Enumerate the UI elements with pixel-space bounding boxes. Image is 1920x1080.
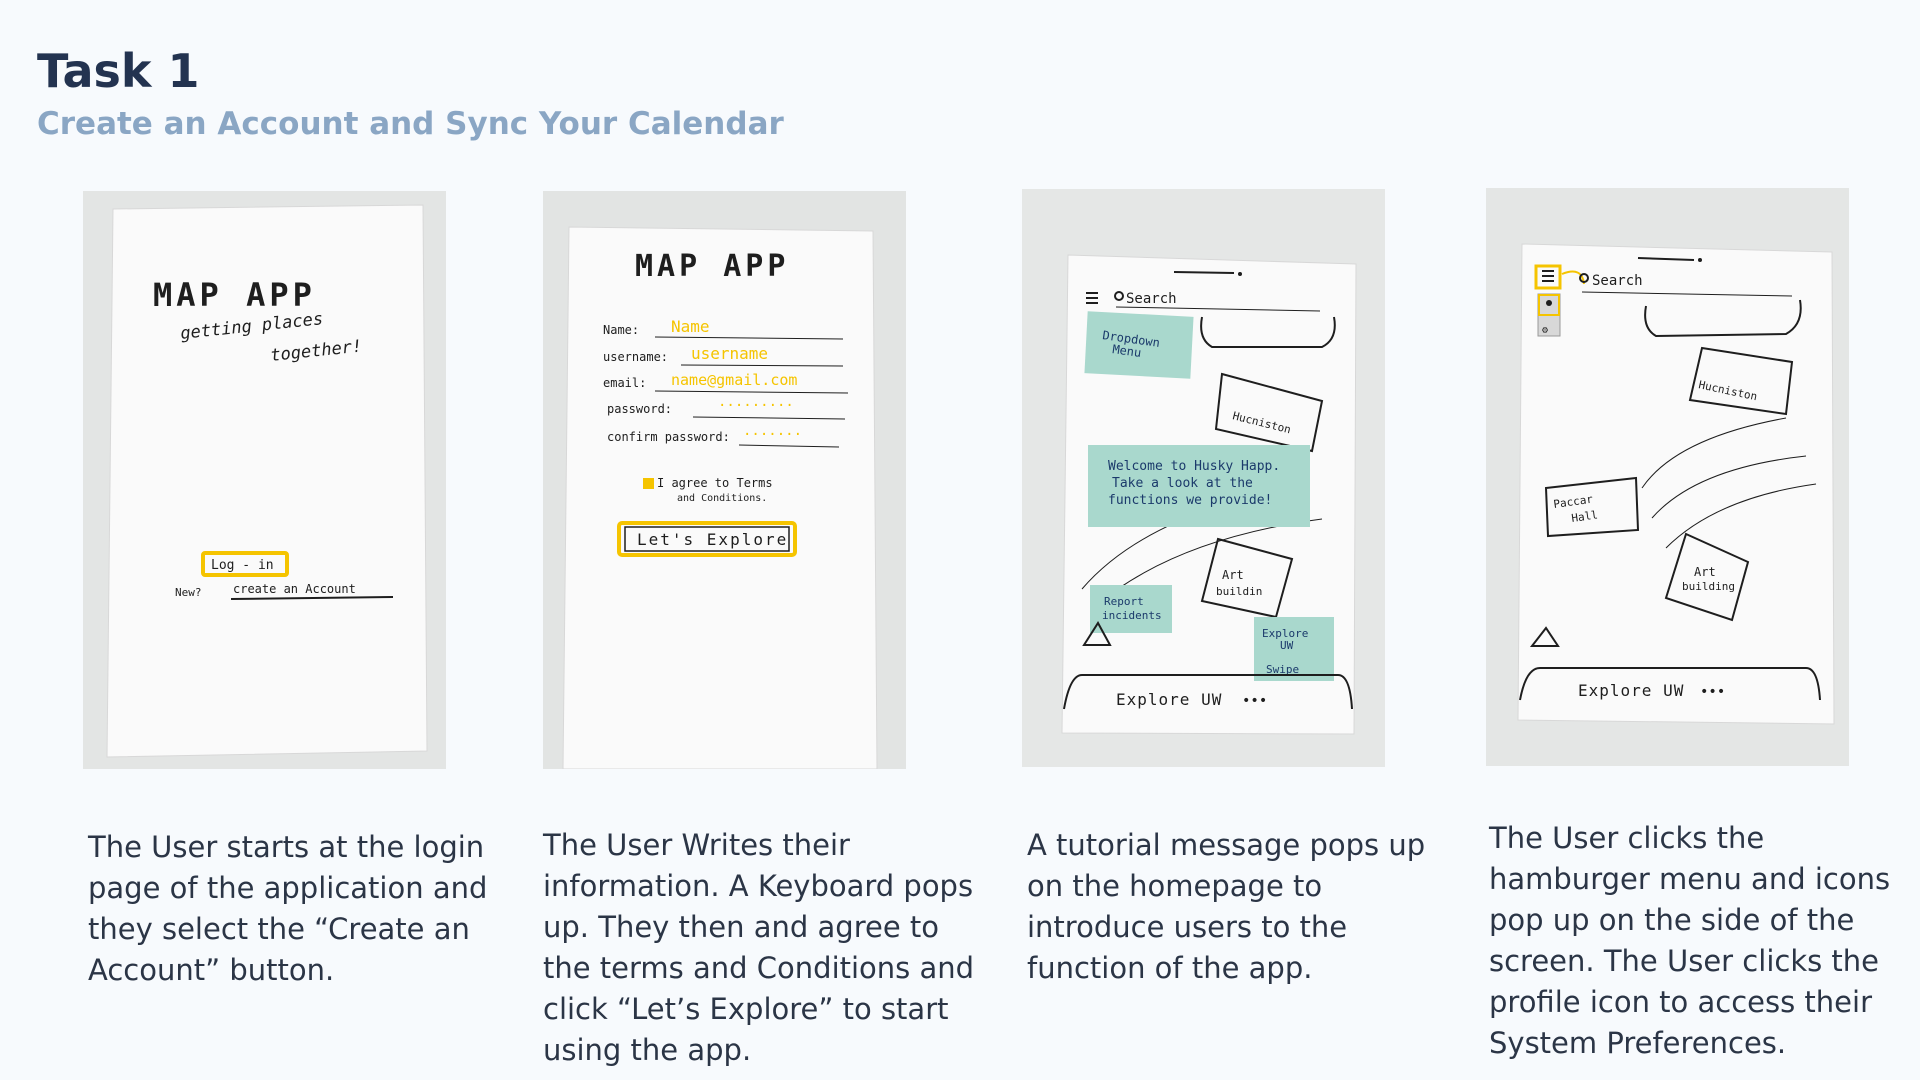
report-tip-1: Report xyxy=(1104,595,1144,608)
explore-tip-2: UW xyxy=(1280,639,1294,652)
confirm-password-value: ······· xyxy=(743,427,802,443)
sketch-building-2: Art xyxy=(1694,565,1716,579)
username-value: username xyxy=(691,344,768,363)
welcome-tip-3: functions we provide! xyxy=(1108,493,1272,508)
sketch-create-account-link: create an Account xyxy=(233,582,356,596)
step-2-caption: The User Writes their information. A Key… xyxy=(543,828,975,1067)
welcome-tip-1: Welcome to Husky Happ. xyxy=(1108,459,1280,474)
step-3-caption: A tutorial message pops up on the homepa… xyxy=(1027,828,1426,985)
sketch-building-2b: buildin xyxy=(1216,585,1262,598)
sketch-explore-button: Let's Explore xyxy=(637,530,788,549)
paw-icon: ••• xyxy=(1700,684,1725,700)
step-4-photo: Search ⚙ Hucniston Paccar Hall Art build… xyxy=(1486,188,1849,766)
sketch-building-2b: building xyxy=(1682,580,1735,593)
confirm-password-label: confirm password: xyxy=(607,430,730,444)
explore-tip-3: Swipe xyxy=(1266,663,1299,676)
report-tip-note xyxy=(1090,585,1172,633)
sketch-login-button: Log - in xyxy=(211,558,274,573)
settings-icon: ⚙ xyxy=(1541,325,1548,336)
sketch-bottom-bar: Explore UW xyxy=(1578,681,1684,700)
page-title: Task 1 xyxy=(37,44,200,98)
agree-text-2: and Conditions. xyxy=(677,493,767,504)
name-label: Name: xyxy=(603,323,639,337)
step-3-photo: Search Hucniston Dropdown Menu Welcome t… xyxy=(1022,189,1385,767)
search-icon xyxy=(1579,273,1589,283)
login-highlight xyxy=(201,551,289,577)
password-label: password: xyxy=(607,402,672,416)
dropdown-tip-2: Menu xyxy=(1112,342,1143,360)
sketch-building-3: Paccar xyxy=(1553,493,1595,511)
hamburger-highlight xyxy=(1534,264,1562,290)
step-2-photo: MAP APP Name: Name username: username em… xyxy=(543,191,906,769)
profile-icon xyxy=(1538,294,1560,316)
password-value: ········· xyxy=(718,398,794,414)
name-value: Name xyxy=(671,317,710,336)
hamburger-icon xyxy=(1542,270,1554,282)
explore-tip-note xyxy=(1254,617,1334,681)
agree-text-1: I agree to Terms xyxy=(657,476,773,490)
sketch-building-3b: Hall xyxy=(1571,508,1599,525)
explore-highlight xyxy=(617,521,797,557)
step-1-photo: MAP APP getting places together! Log - i… xyxy=(83,191,446,769)
email-label: email: xyxy=(603,376,646,390)
email-value: name@gmail.com xyxy=(671,371,797,389)
username-label: username: xyxy=(603,350,668,364)
step-4-caption: The User clicks the hamburger menu and i… xyxy=(1489,821,1891,1060)
sketch-new-label: New? xyxy=(175,586,202,599)
welcome-tip-2: Take a look at the xyxy=(1112,476,1253,491)
welcome-tip-note xyxy=(1088,445,1310,527)
hamburger-icon xyxy=(1086,292,1098,304)
report-tip-2: incidents xyxy=(1102,609,1162,622)
paw-icon: ••• xyxy=(1242,693,1267,709)
sketch-bottom-bar: Explore UW xyxy=(1116,690,1222,709)
sketch-search: Search xyxy=(1126,291,1177,307)
warning-icon xyxy=(1529,626,1560,647)
explore-tip-1: Explore xyxy=(1262,627,1308,640)
sketch-app-title: MAP APP xyxy=(153,276,316,314)
agree-checkbox xyxy=(643,478,654,489)
warning-icon xyxy=(1082,621,1112,646)
search-icon xyxy=(1114,291,1124,301)
step-1-caption: The User starts at the login page of the… xyxy=(88,830,488,987)
dropdown-tip-note xyxy=(1084,311,1194,379)
sketch-app-title: MAP APP xyxy=(635,249,789,284)
sketch-building-2: Art xyxy=(1222,568,1244,582)
sketch-search: Search xyxy=(1592,273,1643,289)
page-subtitle: Create an Account and Sync Your Calendar xyxy=(37,106,784,142)
